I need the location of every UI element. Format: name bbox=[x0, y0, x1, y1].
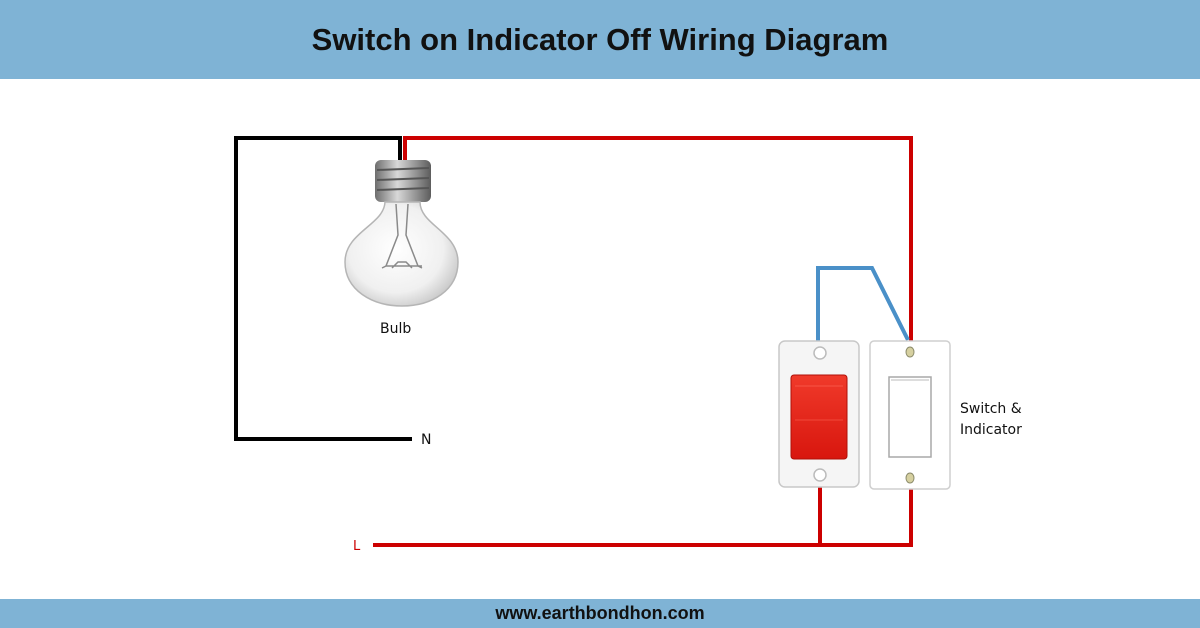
footer-url: www.earthbondhon.com bbox=[495, 603, 705, 623]
bulb-label: Bulb bbox=[380, 321, 411, 337]
indicator-module bbox=[778, 340, 860, 488]
neutral-wire bbox=[234, 136, 412, 441]
live-label: L bbox=[353, 539, 361, 554]
page-title: Switch on Indicator Off Wiring Diagram bbox=[311, 21, 889, 57]
neutral-label: N bbox=[421, 432, 431, 448]
switch-rocker bbox=[888, 376, 932, 458]
switch-module bbox=[869, 340, 951, 490]
link-wire bbox=[816, 266, 910, 348]
indicator-lamp-icon bbox=[790, 374, 848, 460]
bulb-icon bbox=[344, 160, 459, 307]
switched-live-wire bbox=[403, 136, 913, 345]
footer-banner: www.earthbondhon.com bbox=[0, 599, 1200, 628]
switch-label-line1: Switch & bbox=[960, 401, 1022, 417]
title-banner: Switch on Indicator Off Wiring Diagram bbox=[0, 0, 1200, 79]
switch-label-line2: Indicator bbox=[960, 422, 1022, 438]
supply-live-wire bbox=[373, 478, 913, 547]
